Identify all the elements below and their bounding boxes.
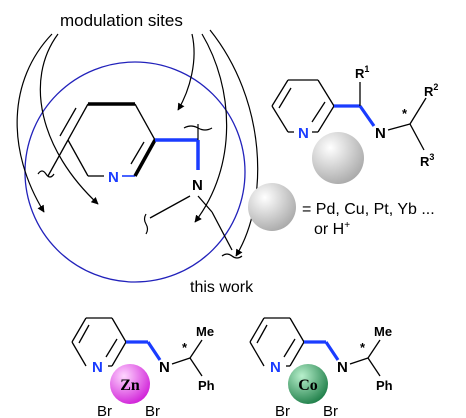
general-metal-sphere bbox=[312, 132, 364, 184]
co-bromide-left: Br bbox=[275, 403, 290, 418]
general-ligand bbox=[271, 79, 427, 151]
zn-metal-sphere bbox=[110, 364, 150, 404]
co-methyl-label: Me bbox=[374, 324, 392, 339]
modulation-arrows bbox=[16, 29, 259, 257]
general-ring-nitrogen: N bbox=[298, 125, 309, 142]
co-amine-nitrogen: N bbox=[337, 359, 348, 376]
co-metal-sphere bbox=[288, 364, 328, 404]
co-complex-bonds bbox=[249, 317, 381, 377]
co-bromide-right: Br bbox=[323, 403, 338, 418]
this-work-label: this work bbox=[190, 279, 254, 296]
co-ring-nitrogen: N bbox=[270, 359, 281, 376]
co-metal-label: Co bbox=[298, 377, 318, 394]
zn-phenyl-label: Ph bbox=[198, 378, 215, 393]
zn-metal-label: Zn bbox=[120, 377, 140, 394]
legend-metals-line2: or H+ bbox=[314, 220, 350, 238]
zn-ring-nitrogen: N bbox=[92, 359, 103, 376]
zn-bromide-left: Br bbox=[97, 403, 112, 418]
core-ring-nitrogen: N bbox=[108, 169, 119, 186]
zn-bromide-right: Br bbox=[145, 403, 160, 418]
co-stereo-mark: * bbox=[360, 340, 366, 355]
modulation-circle bbox=[24, 61, 246, 283]
zn-amine-nitrogen: N bbox=[159, 359, 170, 376]
zn-stereo-mark: * bbox=[182, 340, 188, 355]
zn-complex-bonds bbox=[71, 317, 203, 377]
general-stereo-mark: * bbox=[402, 106, 408, 121]
co-phenyl-label: Ph bbox=[376, 378, 393, 393]
general-r1-label: R1 bbox=[355, 64, 369, 81]
modulation-sites-label: modulation sites bbox=[60, 11, 183, 30]
core-amine-nitrogen: N bbox=[192, 177, 203, 194]
general-r2-label: R2 bbox=[424, 82, 438, 99]
legend-metals-line1: = Pd, Cu, Pt, Yb ... bbox=[302, 201, 435, 218]
legend-metal-sphere bbox=[248, 183, 296, 231]
general-r3-label: R3 bbox=[420, 152, 434, 169]
zn-methyl-label: Me bbox=[196, 324, 214, 339]
core-ligand bbox=[37, 102, 243, 259]
general-amine-nitrogen: N bbox=[375, 125, 386, 142]
